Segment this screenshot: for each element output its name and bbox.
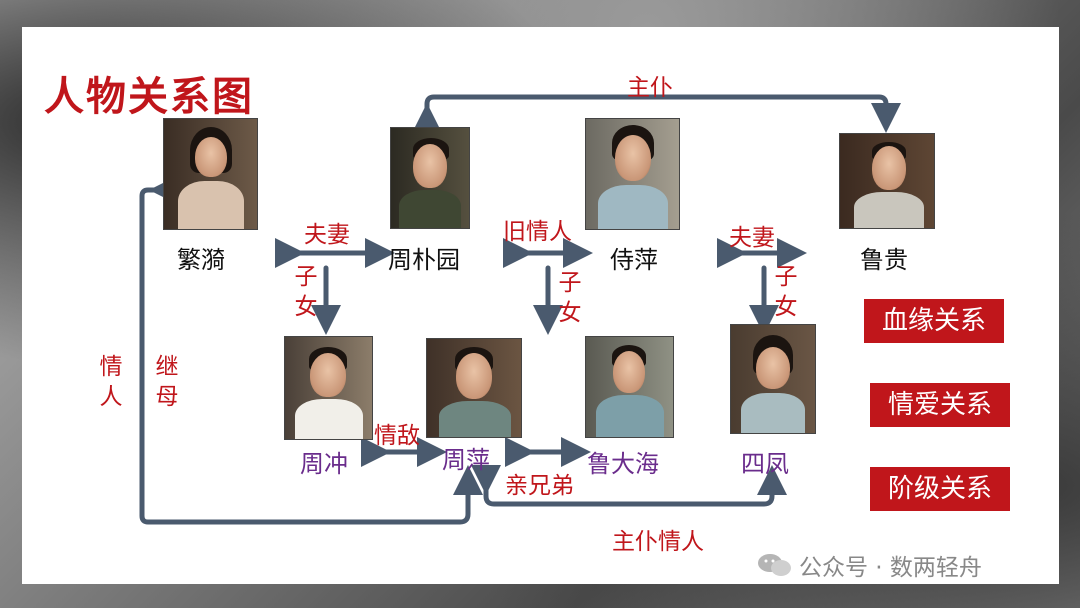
- portrait-lu-dahai: [585, 336, 674, 438]
- name-shiping: 侍萍: [610, 240, 658, 275]
- label-fuqi-right: 夫妻: [729, 218, 775, 252]
- watermark: 公众号 · 数两轻舟: [757, 548, 982, 582]
- legend-blood: 血缘关系: [864, 299, 1004, 343]
- label-zhupu-qingren: 主仆情人: [612, 522, 704, 556]
- name-zhou-chong: 周冲: [300, 444, 348, 479]
- portrait-sifeng: [730, 324, 816, 434]
- label-zhupu-top: 主仆: [627, 68, 673, 102]
- portrait-zhou-chong: [284, 336, 373, 440]
- label-zinv-right: 子 女: [773, 262, 799, 322]
- label-jiu-qingren: 旧情人: [503, 212, 572, 246]
- label-fuqi-left: 夫妻: [304, 215, 350, 249]
- portrait-shiping: [585, 118, 680, 230]
- label-zinv-left: 子 女: [293, 262, 319, 322]
- portrait-zhou-ping: [426, 338, 522, 438]
- watermark-text: 公众号 · 数两轻舟: [799, 548, 982, 582]
- portrait-zhou-puyuan: [390, 127, 470, 229]
- portrait-fanyi: [163, 118, 258, 230]
- label-qingren: 情 人: [98, 352, 124, 412]
- label-zinv-mid: 子 女: [557, 268, 583, 328]
- legend-class: 阶级关系: [870, 467, 1010, 511]
- name-sifeng: 四凤: [741, 444, 789, 479]
- portrait-lu-gui: [839, 133, 935, 229]
- wechat-icon: [757, 552, 793, 578]
- name-lu-dahai: 鲁大海: [587, 444, 659, 479]
- name-zhou-ping: 周萍: [442, 440, 490, 475]
- legend-love: 情爱关系: [870, 383, 1010, 427]
- name-lu-gui: 鲁贵: [860, 240, 908, 275]
- name-zhou-puyuan: 周朴园: [388, 240, 460, 275]
- name-fanyi: 繁漪: [177, 240, 225, 275]
- label-qin-xiongdi: 亲兄弟: [505, 466, 574, 500]
- label-jimu: 继 母: [154, 352, 180, 412]
- label-qingdi: 情敌: [374, 416, 420, 450]
